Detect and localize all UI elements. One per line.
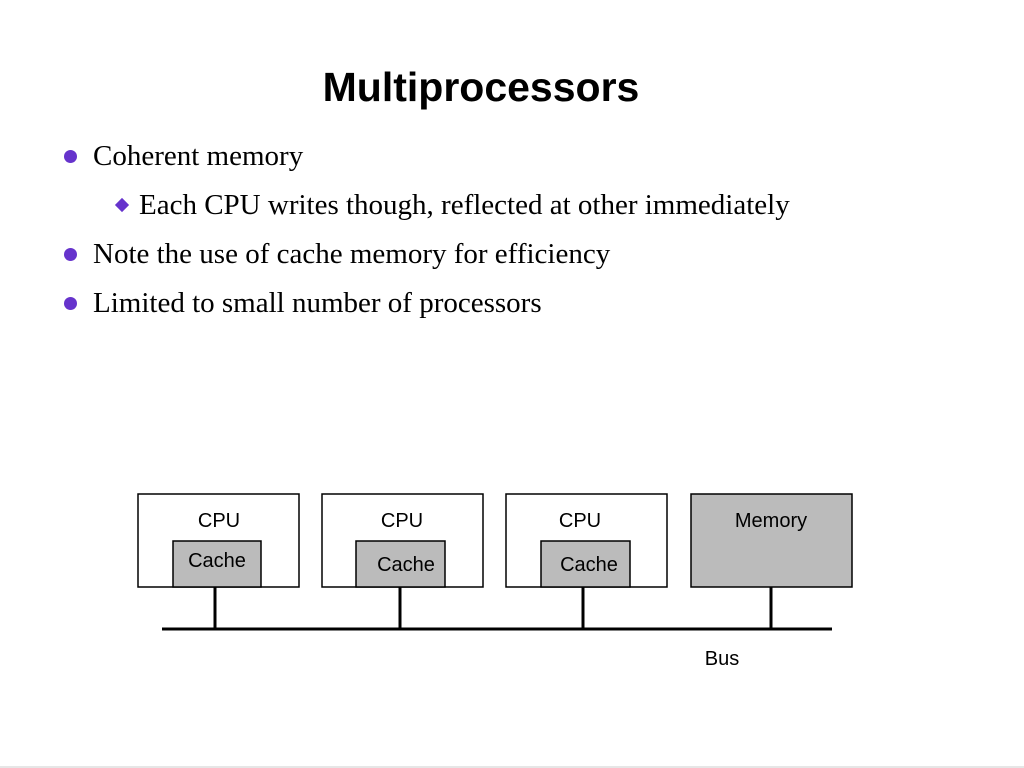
- bullet-text: Limited to small number of processors: [93, 287, 542, 319]
- bullet-text: Coherent memory: [93, 140, 304, 172]
- cpu-node: CPU Cache: [505, 493, 668, 629]
- cache-label: Cache: [377, 554, 435, 576]
- cpu-label: CPU: [198, 510, 240, 532]
- cache-box: [172, 540, 262, 588]
- sub-bullet-text: Each CPU writes though, reflected at oth…: [139, 189, 790, 221]
- cpu-label: CPU: [559, 510, 601, 532]
- bullet-item: Coherent memory: [64, 138, 303, 174]
- cpu-node: CPU Cache: [137, 493, 300, 629]
- cache-label: Cache: [560, 554, 618, 576]
- cpu-node: CPU Cache: [321, 493, 484, 629]
- bullet-item: Limited to small number of processors: [64, 285, 542, 321]
- memory-node: Memory: [690, 493, 853, 629]
- bus-label: Bus: [705, 648, 739, 670]
- cache-label: Cache: [188, 550, 246, 572]
- bullet-dot-icon: [64, 296, 77, 310]
- bullet-dot-icon: [64, 149, 77, 163]
- slide-title: Multiprocessors: [322, 64, 640, 110]
- sub-bullet-item: Each CPU writes though, reflected at oth…: [114, 187, 790, 223]
- bullet-text: Note the use of cache memory for efficie…: [93, 238, 611, 270]
- memory-label: Memory: [735, 510, 807, 532]
- cache-box: [540, 540, 631, 588]
- cpu-label: CPU: [381, 510, 423, 532]
- bullet-dot-icon: [64, 247, 77, 261]
- bullet-item: Note the use of cache memory for efficie…: [64, 236, 610, 272]
- footer-rule: [0, 766, 1024, 768]
- memory-box: [690, 493, 853, 588]
- cache-box: [355, 540, 446, 588]
